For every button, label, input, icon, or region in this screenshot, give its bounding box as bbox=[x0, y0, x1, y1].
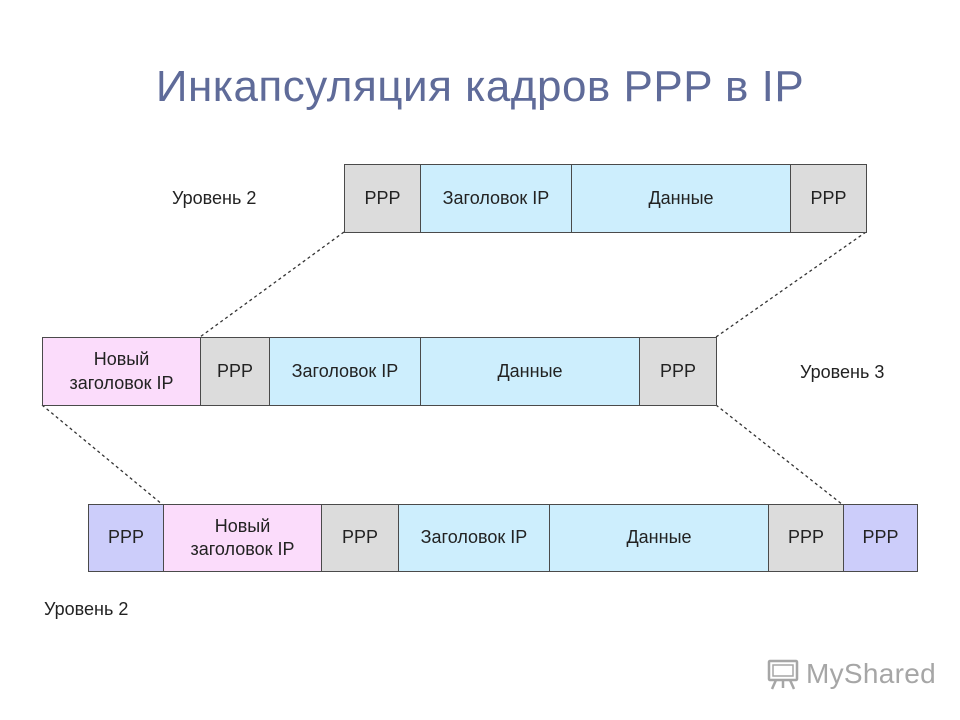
middle-ip-header-text: Заголовок IP bbox=[291, 360, 399, 381]
bottom-ip-header-text: Заголовок IP bbox=[420, 527, 528, 548]
bottom-data-text: Данные bbox=[626, 527, 692, 548]
bottom-new-ip-header-cell: Новый заголовок IP bbox=[163, 504, 322, 572]
middle-ppp-right-cell: PPP bbox=[639, 337, 717, 406]
myshared-logo: MyShared bbox=[766, 656, 936, 692]
top-data-cell: Данные bbox=[571, 164, 791, 233]
top-ip-header-cell: Заголовок IP bbox=[420, 164, 572, 233]
bottom-ppp-left-cell: PPP bbox=[321, 504, 399, 572]
connector-bottom-left bbox=[41, 404, 164, 506]
middle-data-cell: Данные bbox=[420, 337, 640, 406]
middle-ip-header-cell: Заголовок IP bbox=[269, 337, 421, 406]
top-ppp-left-cell: PPP bbox=[344, 164, 421, 233]
bottom-outer-ppp-left-text: PPP bbox=[107, 527, 145, 548]
bottom-new-header-line1: Новый bbox=[214, 515, 271, 536]
middle-new-header-line2: заголовок IP bbox=[69, 372, 174, 393]
top-data-text: Данные bbox=[648, 187, 714, 208]
connector-top-right bbox=[715, 231, 867, 338]
projector-icon bbox=[767, 659, 799, 690]
bottom-ppp-left-text: PPP bbox=[341, 527, 379, 548]
bottom-new-header-line2: заголовок IP bbox=[190, 539, 295, 559]
logo-text: MyShared bbox=[806, 658, 937, 689]
top-ppp-right-text: PPP bbox=[810, 187, 847, 208]
level-3-label: Уровень 3 bbox=[800, 362, 885, 382]
level-2-top-label: Уровень 2 bbox=[172, 188, 257, 208]
bottom-data-cell: Данные bbox=[549, 504, 769, 572]
bottom-ppp-right-cell: PPP bbox=[768, 504, 844, 572]
top-ip-header-text: Заголовок IP bbox=[442, 187, 550, 208]
bottom-outer-ppp-right-text: PPP bbox=[862, 527, 899, 548]
bottom-outer-ppp-right-cell: PPP bbox=[843, 504, 918, 572]
middle-ppp-right-text: PPP bbox=[659, 360, 697, 381]
slide-title: Инкапсуляция кадров PPP в IP bbox=[155, 62, 805, 111]
connector-bottom-right bbox=[715, 404, 844, 506]
bottom-outer-ppp-left-cell: PPP bbox=[88, 504, 164, 572]
bottom-ip-header-cell: Заголовок IP bbox=[398, 504, 550, 572]
middle-ppp-left-text: PPP bbox=[216, 360, 254, 381]
middle-data-text: Данные bbox=[497, 360, 563, 381]
top-ppp-right-cell: PPP bbox=[790, 164, 867, 233]
connector-top-left bbox=[199, 231, 345, 338]
bottom-ppp-right-text: PPP bbox=[787, 527, 825, 548]
level-2-bottom-label: Уровень 2 bbox=[44, 599, 129, 619]
middle-new-header-line1: Новый bbox=[93, 349, 150, 370]
middle-new-ip-header-cell: Новый заголовок IP bbox=[42, 337, 201, 406]
top-ppp-left-text: PPP bbox=[364, 187, 401, 208]
middle-ppp-left-cell: PPP bbox=[200, 337, 270, 406]
